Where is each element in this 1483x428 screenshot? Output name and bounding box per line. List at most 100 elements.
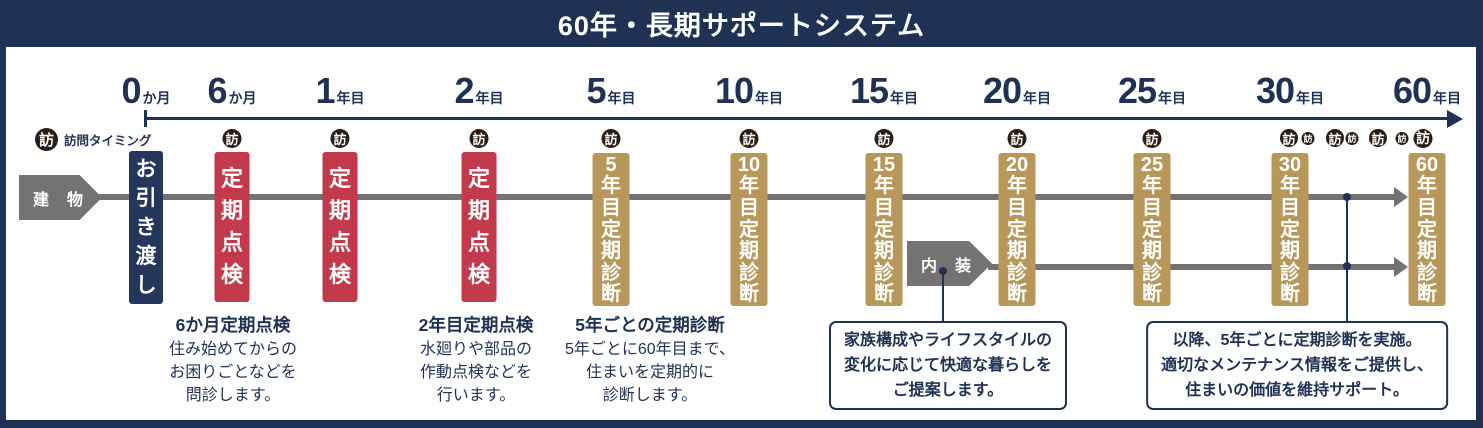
visit-icon: 訪	[1142, 129, 1162, 148]
box-char: 定	[467, 166, 490, 191]
annotation-line: 行います。	[436, 387, 516, 404]
connector-dot	[1343, 193, 1351, 201]
annotation-5: 以降、5年ごとに定期診断を実施。適切なメンテナンス情報をご提供し、住まいの価値を…	[1146, 321, 1448, 410]
timeline-label-suffix: 年目	[475, 90, 504, 106]
box-char: 期	[874, 240, 894, 263]
visit-icon: 訪	[1280, 129, 1298, 147]
box-char: 診	[1280, 261, 1300, 284]
timeline-label-number: 20	[982, 70, 1022, 111]
box-number: 30	[1278, 153, 1302, 176]
timeline-label-suffix: 年目	[336, 90, 365, 106]
timeline-label-suffix: 年目	[1433, 90, 1462, 106]
box-char: 検	[328, 262, 351, 287]
box-number: 25	[1140, 153, 1164, 176]
annotation-line: 住まいの価値を維持サポート。	[1185, 382, 1409, 399]
timeline-label-number: 30	[1255, 70, 1295, 111]
box-char: 期	[601, 240, 621, 263]
box-char: 年	[874, 175, 894, 198]
box-char: 診	[601, 261, 621, 284]
milestone-box-1y: 定期点検	[322, 152, 358, 302]
visit-icon: 訪	[1345, 131, 1359, 145]
visit-icon: 訪	[469, 129, 489, 148]
timeline-label-number: 15	[849, 70, 889, 111]
box-char: 目	[874, 196, 894, 219]
box-char: 診	[874, 261, 894, 284]
box-char: 目	[1417, 196, 1437, 219]
box-char: 渡	[135, 245, 157, 268]
box-char: 定	[739, 218, 759, 241]
timeline-start-tick	[144, 110, 147, 127]
timeline-label-suffix: 年目	[755, 90, 784, 106]
visit-icon: 訪	[1413, 128, 1433, 148]
box-char: 断	[1417, 283, 1437, 306]
timeline-label-suffix: 年目	[890, 90, 919, 106]
timeline-axis	[146, 117, 1448, 120]
timeline-label-suffix: 年目	[1296, 90, 1325, 106]
box-char: 期	[1280, 240, 1300, 263]
visit-icon: 訪	[1369, 129, 1387, 147]
box-char: 点	[328, 230, 351, 255]
box-char: お	[135, 158, 157, 181]
frame-border-bottom	[0, 420, 1483, 428]
timeline-label-suffix: 年目	[1023, 90, 1052, 106]
box-number: 15	[872, 153, 896, 176]
visit-icon: 訪	[874, 129, 894, 148]
box-char: 検	[220, 262, 243, 287]
interior-tag: 内 装	[907, 241, 992, 286]
box-char: 診	[1007, 261, 1027, 284]
milestone-box-2y: 定期点検	[461, 152, 497, 302]
box-char: 点	[220, 230, 243, 255]
box-char: 検	[467, 262, 490, 287]
milestone-box-6m: 定期点検	[214, 152, 250, 302]
box-char: 点	[467, 230, 490, 255]
annotation-line: 適切なメンテナンス情報をご提供し、	[1161, 357, 1433, 374]
timeline-label-suffix: か月	[142, 90, 171, 106]
visit-legend-label: 訪問タイミング	[64, 134, 152, 148]
box-number: 5	[605, 153, 617, 176]
interior-annotation-connector	[942, 273, 944, 322]
box-char: 定	[1142, 218, 1162, 241]
timeline-arrowhead-icon	[1447, 110, 1463, 128]
timeline-label-suffix: 年目	[1158, 90, 1187, 106]
visit-icon: 訪	[1301, 131, 1315, 145]
building-tag: 建 物	[19, 175, 102, 220]
box-char: 目	[1007, 196, 1027, 219]
right-annotation-connector	[1346, 197, 1348, 322]
connector-dot	[1343, 262, 1351, 270]
visit-legend: 訪 訪問タイミング	[35, 128, 152, 151]
box-char: 診	[739, 261, 759, 284]
annotation-line: 以降、5年ごとに定期診断を実施。	[1172, 332, 1422, 349]
box-char: 年	[1280, 175, 1300, 198]
box-char: 断	[1280, 283, 1300, 306]
annotation-line: 住まいを定期的に	[585, 364, 714, 381]
diagram-title: 60年・長期サポートシステム	[557, 11, 926, 41]
annotation-line: お困りごとなどを	[169, 364, 297, 381]
box-number: 20	[1005, 153, 1029, 176]
interior-service-line	[988, 264, 1396, 270]
box-char: 目	[1142, 196, 1162, 219]
annotation-line: 水廻りや部品の	[419, 341, 533, 358]
annotation-line: ご提案します。	[892, 382, 1004, 399]
box-char: 定	[601, 218, 621, 241]
visit-icon: 訪	[601, 129, 621, 148]
annotation-title: 6か月定期点検	[175, 315, 291, 335]
timeline-label-number: 2	[454, 70, 474, 111]
visit-icon: 訪	[1007, 129, 1027, 148]
annotation-title: 5年ごとの定期診断	[575, 315, 725, 335]
annotation-line: 変化に応じて快適な暮らしを	[843, 357, 1053, 374]
frame-border-right	[1476, 47, 1483, 428]
